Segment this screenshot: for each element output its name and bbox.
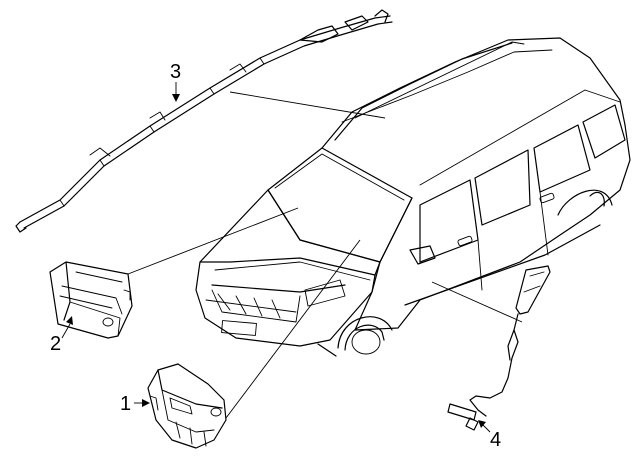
callout-number-2: 2	[50, 333, 61, 355]
callout-2: 2	[50, 316, 73, 355]
callout-3: 3	[170, 61, 181, 102]
curtain-airbag-part	[15, 9, 393, 233]
driver-airbag-part	[147, 363, 227, 449]
callout-number-3: 3	[170, 61, 181, 83]
passenger-airbag-part	[49, 261, 133, 339]
vehicle-illustration	[195, 37, 631, 357]
arrow-down-icon	[172, 94, 180, 102]
arrow-right-icon	[142, 399, 150, 407]
seat-side-airbag-part	[447, 265, 551, 431]
arrow-up-right-icon	[66, 316, 73, 325]
leader-lines	[127, 91, 523, 419]
callout-number-1: 1	[120, 393, 131, 415]
arrow-up-left-icon	[478, 420, 486, 428]
callout-4: 4	[478, 420, 501, 451]
callout-number-4: 4	[490, 429, 501, 451]
callout-1: 1	[120, 393, 150, 415]
